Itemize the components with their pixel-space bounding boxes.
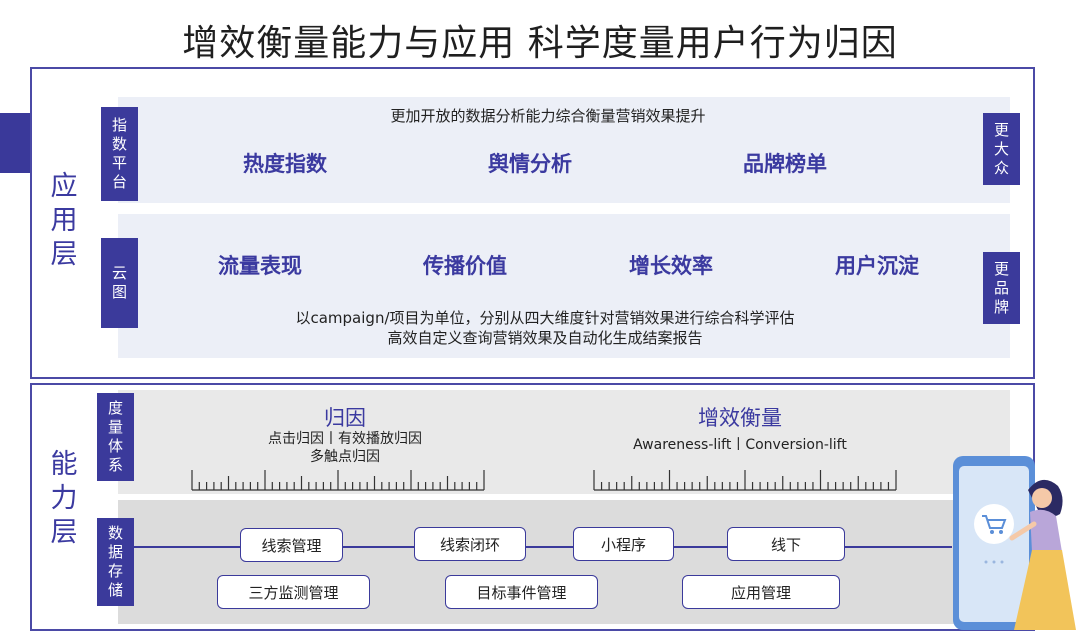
phone-icon [953, 456, 1035, 630]
more-brand-tag-text: 更品牌 [993, 259, 1009, 316]
cloud-item-spread: 传播价值 [423, 254, 507, 278]
index-platform-tag-text: 指数平台 [111, 116, 127, 191]
storage-item-app-management: 应用管理 [682, 575, 840, 609]
cloud-item-growth: 增长效率 [629, 254, 713, 278]
data-storage-tag: 数据存储 [97, 518, 134, 606]
lift-ruler [593, 470, 897, 491]
data-storage-tag-text: 数据存储 [107, 524, 123, 599]
attribution-title: 归因 [324, 406, 366, 430]
storage-item-lead-management: 线索管理 [240, 528, 343, 562]
cloud-chart-tag-text: 云图 [111, 264, 127, 301]
cloud-item-traffic: 流量表现 [218, 254, 302, 278]
more-public-tag: 更大众 [983, 113, 1020, 185]
storage-item-lead-loop: 线索闭环 [414, 527, 526, 561]
more-public-tag-text: 更大众 [993, 120, 1009, 177]
index-platform-band [118, 97, 1010, 203]
index-platform-caption: 更加开放的数据分析能力综合衡量营销效果提升 [390, 107, 706, 125]
cloud-chart-band [118, 214, 1010, 358]
application-layer-label-text: 应用层 [50, 171, 78, 270]
application-layer-frame [30, 67, 1035, 379]
lift-title: 增效衡量 [698, 406, 782, 430]
storage-connector-line [134, 546, 952, 548]
storage-item-target-event-management: 目标事件管理 [445, 575, 598, 609]
page-title: 增效衡量能力与应用 科学度量用户行为归因 [182, 23, 898, 64]
attribution-ruler [191, 470, 485, 491]
measurement-band [118, 390, 1010, 494]
attribution-line2: 多触点归因 [310, 449, 380, 465]
storage-item-offline: 线下 [727, 527, 845, 561]
storage-item-third-party-monitoring: 三方监测管理 [217, 575, 370, 609]
lift-line1: Awareness-lift丨Conversion-lift [633, 437, 847, 453]
capability-layer-label-text: 能力层 [50, 449, 78, 548]
side-accent-tab [0, 113, 30, 173]
measurement-tag: 度量体系 [97, 393, 134, 481]
cloud-chart-tag: 云图 [101, 238, 138, 328]
phone-user-illustration [953, 456, 1076, 630]
attribution-line1: 点击归因丨有效播放归因 [268, 431, 422, 447]
storage-item-mini-program: 小程序 [573, 527, 674, 561]
measurement-tag-text: 度量体系 [107, 399, 123, 474]
index-item-heat: 热度指数 [243, 152, 327, 176]
index-platform-tag: 指数平台 [101, 107, 138, 201]
cloud-item-retention: 用户沉淀 [835, 254, 919, 278]
cloud-caption-line2: 高效自定义查询营销效果及自动化生成结案报告 [387, 329, 703, 347]
more-brand-tag: 更品牌 [983, 252, 1020, 324]
application-layer-label: 应用层 [46, 170, 82, 272]
index-item-brand-list: 品牌榜单 [743, 152, 827, 176]
woman-figure-icon [1009, 479, 1076, 630]
index-item-sentiment: 舆情分析 [488, 152, 572, 176]
capability-layer-label: 能力层 [46, 448, 82, 550]
cloud-caption-line1: 以campaign/项目为单位，分别从四大维度针对营销效果进行综合科学评估 [295, 309, 795, 327]
